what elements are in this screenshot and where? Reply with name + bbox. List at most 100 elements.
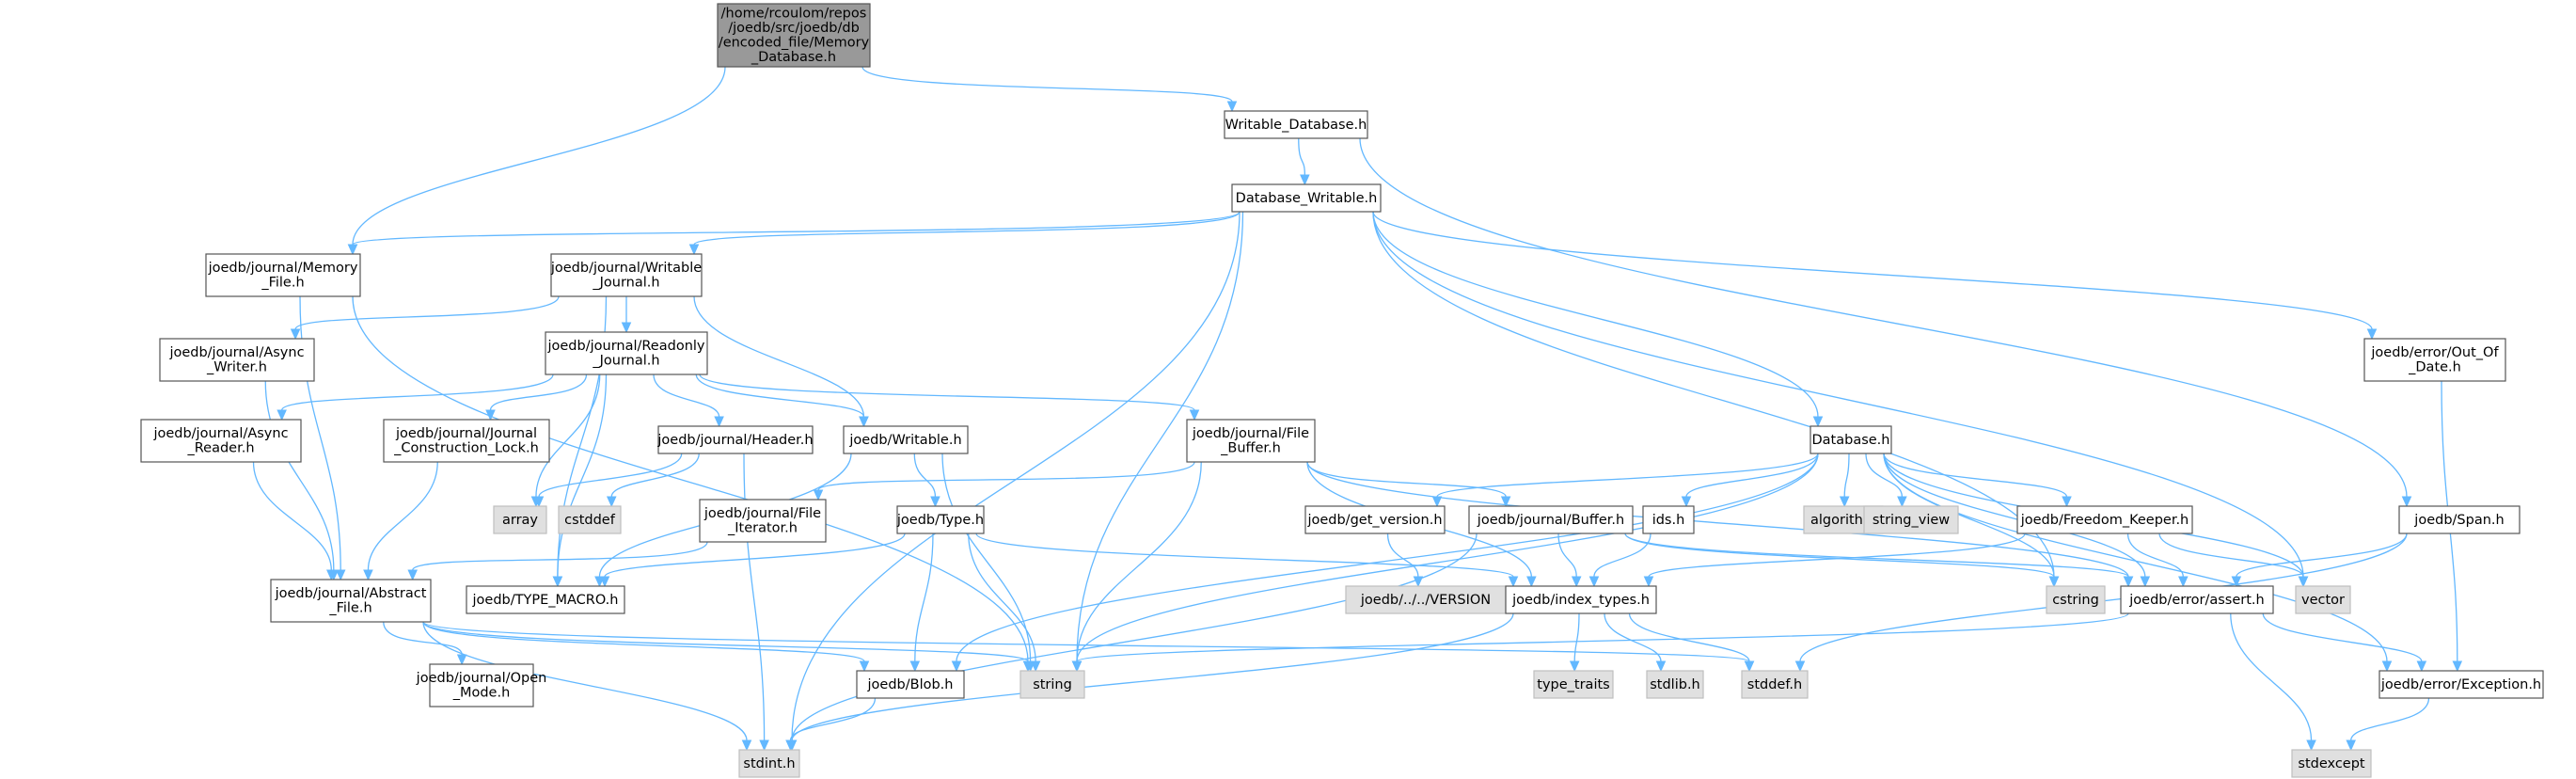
edge-readonly_journal-to-writable <box>695 374 869 428</box>
arrowhead-icon <box>930 496 940 508</box>
edge-line <box>2350 697 2430 741</box>
node-box <box>493 505 547 534</box>
edge-line <box>1593 533 1651 578</box>
edge-line <box>535 374 601 498</box>
node-version: joedb/../../VERSION <box>1345 585 1507 614</box>
edge-database-to-get_version <box>1431 453 1819 508</box>
node-box <box>1231 183 1382 213</box>
node-construction-lock[interactable]: joedb/journal/Journal_Construction_Lock.… <box>383 419 550 463</box>
node-file-iterator[interactable]: joedb/journal/File_Iterator.h <box>699 499 827 543</box>
node-label-line: _Date.h <box>2408 360 2461 375</box>
node-assert[interactable]: joedb/error/assert.h <box>2120 585 2274 614</box>
node-writable-journal[interactable]: joedb/journal/Writable_Journal.h <box>550 253 703 297</box>
edge-line <box>294 295 560 330</box>
arrowhead-icon <box>1189 409 1200 421</box>
arrowhead-icon <box>859 660 870 673</box>
node-writable[interactable]: joedb/Writable.h <box>843 425 969 454</box>
node-out-of-date[interactable]: joedb/error/Out_Of_Date.h <box>2363 338 2506 382</box>
arrowhead-icon <box>485 409 496 421</box>
node-memory-file[interactable]: joedb/journal/Memory_File.h <box>205 253 361 297</box>
node-box <box>1304 505 1446 534</box>
arrowhead-icon <box>1300 174 1310 186</box>
edge-root-to-writable_database <box>861 66 1238 113</box>
node-database[interactable]: Database.h <box>1810 425 1892 454</box>
node-span[interactable]: joedb/Span.h <box>2398 505 2521 534</box>
node-label-line: stddef.h <box>1747 677 1802 692</box>
node-blob[interactable]: joedb/Blob.h <box>856 670 965 699</box>
edge-type_h-to-index_types <box>975 533 1519 588</box>
node-label-line: _Journal.h <box>592 354 659 369</box>
arrowhead-icon <box>1431 496 1443 508</box>
node-root[interactable]: /home/rcoulom/repos/joedb/src/joedb/db/e… <box>717 3 871 68</box>
edge-span-to-assert <box>2231 533 2408 588</box>
edge-async_writer-to-abstract_file <box>264 380 340 581</box>
arrowhead-icon <box>407 569 418 581</box>
edge-line <box>695 374 865 418</box>
arrowhead-icon <box>2366 328 2378 341</box>
node-label-line: joedb/journal/File <box>703 506 821 521</box>
node-index-types[interactable]: joedb/index_types.h <box>1505 585 1657 614</box>
edge-line <box>1359 137 2408 498</box>
edge-writable-to-type_h <box>913 453 940 508</box>
node-label-line: joedb/journal/File <box>1192 426 1309 441</box>
node-label-line: ids.h <box>1652 513 1685 528</box>
edge-line <box>975 533 1514 578</box>
node-exception[interactable]: joedb/error/Exception.h <box>2378 670 2544 699</box>
edge-file_buffer-to-buffer <box>1306 461 1511 508</box>
node-buffer[interactable]: joedb/journal/Buffer.h <box>1468 505 1634 534</box>
node-box <box>205 253 361 297</box>
node-type-h[interactable]: joedb/Type.h <box>896 505 985 534</box>
node-get-version[interactable]: joedb/get_version.h <box>1304 505 1446 534</box>
node-label-line: joedb/../../VERSION <box>1360 593 1491 608</box>
edge-line <box>1865 453 1904 498</box>
node-box <box>270 579 432 623</box>
edge-line <box>604 533 906 578</box>
edge-writable_journal-to-readonly_journal <box>621 295 632 334</box>
node-label-line: joedb/journal/Async <box>168 345 304 360</box>
edge-line <box>1306 461 2129 578</box>
node-abstract-file[interactable]: joedb/journal/Abstract_File.h <box>270 579 432 623</box>
edge-type_h-to-string <box>968 533 1041 673</box>
node-file-buffer[interactable]: joedb/journal/File_Buffer.h <box>1186 419 1316 463</box>
edge-ids-to-index_types <box>1588 533 1651 588</box>
edge-line <box>1843 453 1850 498</box>
node-database-writable[interactable]: Database_Writable.h <box>1231 183 1382 213</box>
node-box <box>843 425 969 454</box>
arrowhead-icon <box>714 416 724 428</box>
node-open-mode[interactable]: joedb/journal/Open_Mode.h <box>416 663 547 707</box>
node-stdexcept: stdexcept <box>2291 749 2372 778</box>
edge-line <box>1883 453 2068 498</box>
node-async-reader[interactable]: joedb/journal/Async_Reader.h <box>140 419 302 463</box>
node-async-writer[interactable]: joedb/journal/Async_Writer.h <box>159 338 315 382</box>
node-box <box>2291 749 2372 778</box>
arrowhead-icon <box>1744 660 1755 673</box>
arrowhead-icon <box>2178 576 2189 588</box>
arrowhead-icon <box>1571 576 1582 588</box>
edge-line <box>1624 533 2129 578</box>
edge-line <box>1386 533 1419 578</box>
node-ids[interactable]: ids.h <box>1642 505 1695 534</box>
edge-root-to-memory_file <box>347 66 726 256</box>
edge-line <box>1628 612 1750 662</box>
node-label-line: _File.h <box>328 601 371 616</box>
arrowhead-icon <box>1794 660 1806 673</box>
node-writable-database[interactable]: Writable_Database.h <box>1224 110 1368 139</box>
edge-line <box>2236 533 2408 578</box>
arrowhead-icon <box>813 489 824 501</box>
node-label-line: joedb/journal/Open <box>416 671 547 686</box>
node-readonly-journal[interactable]: joedb/journal/Readonly_Journal.h <box>545 331 708 375</box>
node-label-line: joedb/TYPE_MACRO.h <box>472 593 619 608</box>
arrowhead-icon <box>363 569 373 581</box>
edge-type_h-to-blob <box>909 533 934 673</box>
node-label-line: joedb/error/Out_Of <box>2370 345 2499 360</box>
node-header[interactable]: joedb/journal/Header.h <box>656 425 814 454</box>
edge-line <box>1306 461 1507 498</box>
arrowhead-icon <box>533 496 545 508</box>
node-label-line: type_traits <box>1537 677 1609 692</box>
node-label-line: _Journal.h <box>592 276 659 291</box>
node-type-macro[interactable]: joedb/TYPE_MACRO.h <box>466 585 625 614</box>
edge-line <box>2158 533 2304 578</box>
node-freedom-keeper[interactable]: joedb/Freedom_Keeper.h <box>2016 505 2193 534</box>
node-label-line: joedb/Blob.h <box>867 677 954 692</box>
